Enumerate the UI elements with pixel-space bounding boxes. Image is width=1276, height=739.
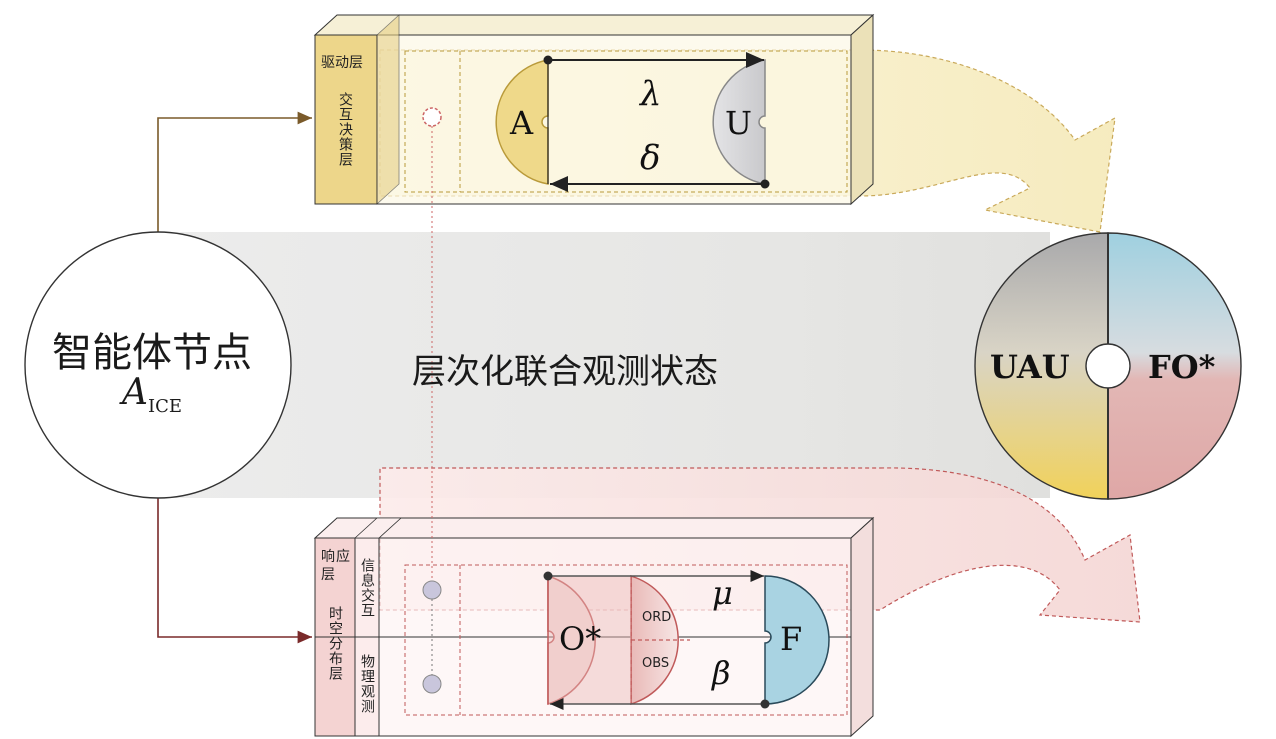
beta-symbol: β (712, 654, 731, 692)
agent-node-symbol: AICE (122, 372, 182, 417)
ord-label: ORD (642, 610, 672, 625)
delta-symbol: δ (640, 138, 661, 178)
agent-node-title: 智能体节点 (52, 330, 252, 376)
cell-a-label: A (510, 104, 534, 142)
top-module (313, 13, 875, 206)
bottom-node-marker-bottom (422, 674, 442, 694)
disc-left-label: UAU (990, 348, 1070, 386)
node-to-top-arrow (157, 111, 312, 232)
agent-symbol: A (122, 372, 148, 413)
bottom-outer-label-top: 响应层 (321, 549, 351, 583)
node-to-bottom-arrow (157, 498, 312, 644)
observation-band (150, 232, 1050, 498)
lambda-symbol: λ (640, 74, 662, 114)
cell-f-label: F (780, 620, 803, 658)
cell-o-star-shape (547, 574, 596, 706)
top-outer-label: 驱动层 (321, 55, 363, 71)
cell-u-shape (712, 59, 766, 185)
cell-f-shape (764, 575, 830, 705)
top-inner-label: 交互决策层 (337, 92, 353, 167)
agent-node-circle (24, 231, 292, 499)
cell-u-label: U (725, 104, 752, 142)
band-label: 层次化联合观测状态 (412, 352, 718, 392)
bottom-module (313, 516, 875, 738)
bottom-node-marker-top (422, 580, 442, 600)
agent-subscript: ICE (148, 396, 183, 417)
bottom-inner-label-top: 信息交互 (359, 558, 375, 618)
top-outer-label-column (314, 34, 378, 205)
bottom-inner-label-bottom: 物理观测 (359, 654, 375, 714)
bottom-outer-label-bottom: 时空分布层 (327, 606, 343, 681)
top-node-marker (422, 107, 442, 127)
mu-symbol: μ (712, 574, 733, 612)
state-disc (974, 232, 1242, 500)
cell-a-shape (495, 59, 549, 185)
disc-right-label: FO* (1148, 348, 1216, 386)
obs-label: OBS (642, 656, 670, 671)
cell-o-star-label: O* (559, 620, 602, 658)
